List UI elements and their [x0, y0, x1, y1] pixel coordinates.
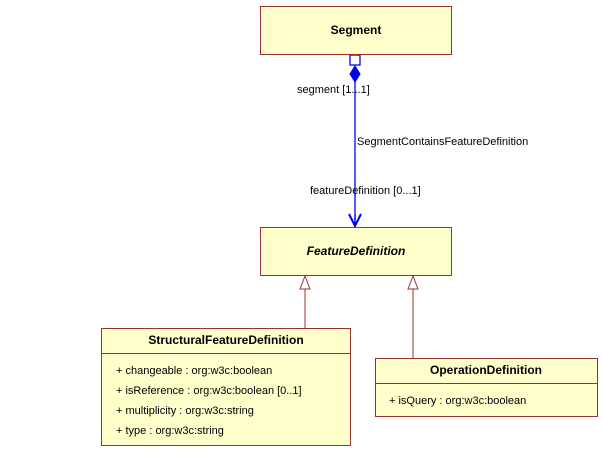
association-name-label: SegmentContainsFeatureDefinition — [357, 136, 528, 148]
attribute-multiplicity: + multiplicity : org:w3c:string — [116, 405, 254, 417]
generalization-triangle-icon — [407, 274, 419, 290]
composition-diamond-icon — [349, 65, 361, 83]
class-name: FeatureDefinition — [307, 244, 406, 258]
attribute-changeable: + changeable : org:w3c:boolean — [116, 365, 272, 377]
source-role-label: segment [1...1] — [297, 84, 370, 96]
class-box — [260, 6, 452, 55]
generalization-triangle-icon — [299, 274, 311, 290]
class-segment[interactable]: Segment — [260, 6, 452, 55]
class-name: OperationDefinition — [430, 363, 542, 377]
class-box — [101, 328, 351, 446]
class-operation-definition[interactable]: OperationDefinition + isQuery : org:w3c:… — [375, 358, 598, 417]
target-role-label: featureDefinition [0...1] — [310, 185, 421, 197]
association-segment-contains-feature-definition: segment [1...1] SegmentContainsFeatureDe… — [297, 54, 528, 229]
attribute-is-query: + isQuery : org:w3c:boolean — [389, 395, 526, 407]
association-end-square-icon — [349, 54, 361, 66]
generalization-structural-to-feature — [299, 274, 311, 328]
attribute-is-reference: + isReference : org:w3c:boolean [0..1] — [116, 385, 302, 397]
generalization-operation-to-feature — [407, 274, 419, 358]
class-name: Segment — [331, 23, 382, 37]
class-box — [260, 227, 452, 276]
class-feature-definition[interactable]: FeatureDefinition — [260, 227, 452, 276]
class-box — [375, 358, 598, 417]
class-name: StructuralFeatureDefinition — [148, 333, 303, 347]
attribute-type: + type : org:w3c:string — [116, 425, 224, 437]
class-structural-feature-definition[interactable]: StructuralFeatureDefinition + changeable… — [101, 328, 351, 446]
